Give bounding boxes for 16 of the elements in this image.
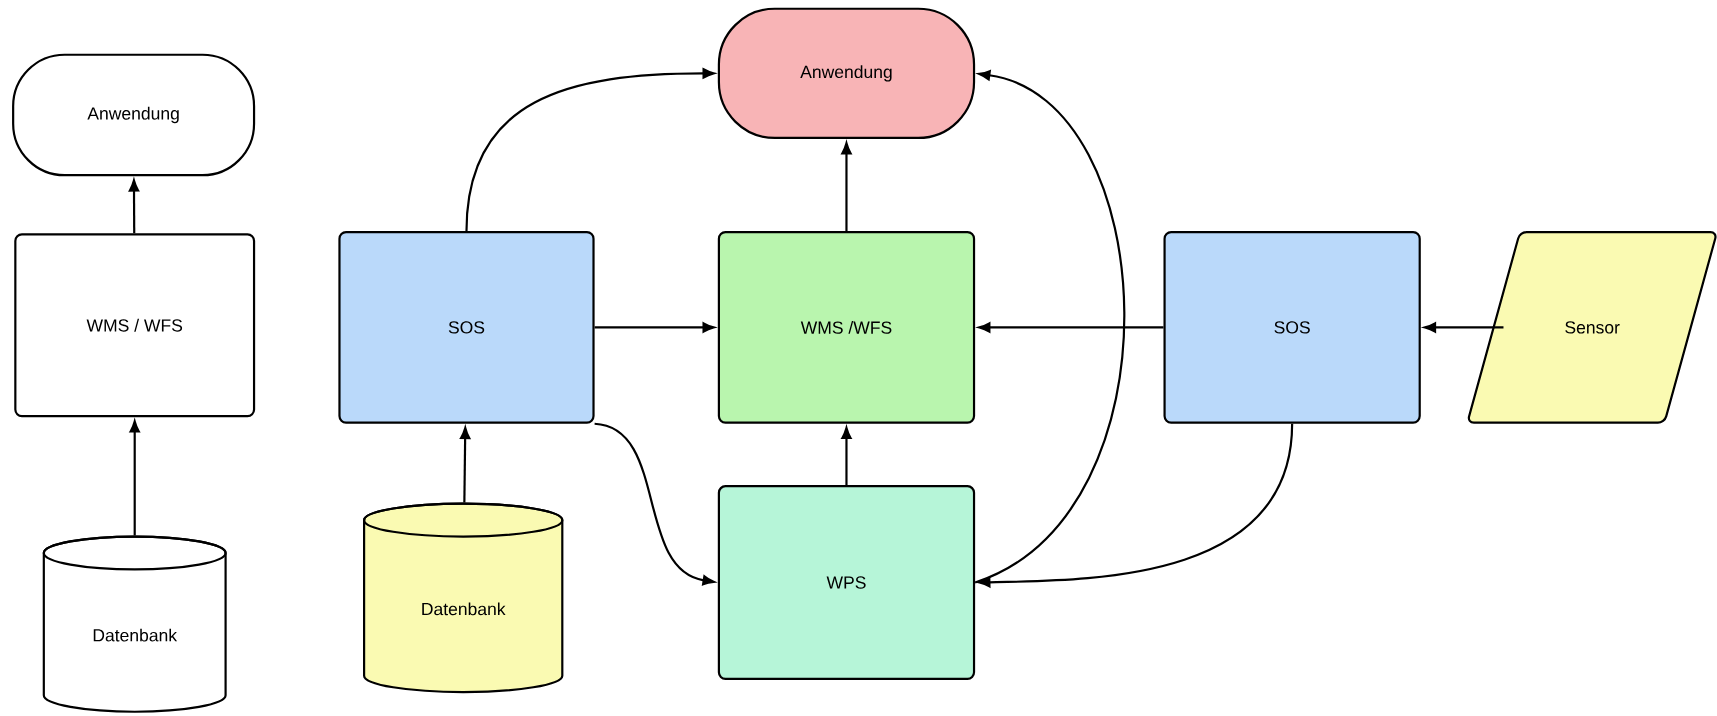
arrow — [465, 68, 715, 232]
arrow — [594, 322, 715, 333]
database-cylinder: Datenbank — [42, 535, 227, 713]
arrow — [978, 423, 1294, 588]
process-box: WPS — [717, 485, 976, 680]
process-box: SOS — [338, 231, 595, 424]
arrow — [841, 426, 852, 486]
arrow — [128, 179, 140, 234]
arrow — [129, 420, 140, 536]
process-box: SOS — [1163, 231, 1421, 424]
database-cylinder: Datenbank — [363, 502, 564, 694]
arrow — [974, 70, 1126, 584]
process-box: WMS / WFS — [14, 233, 256, 418]
input-parallelogram: Sensor — [1467, 231, 1717, 424]
process-box: WMS /WFS — [717, 231, 976, 424]
arrow — [460, 426, 471, 503]
